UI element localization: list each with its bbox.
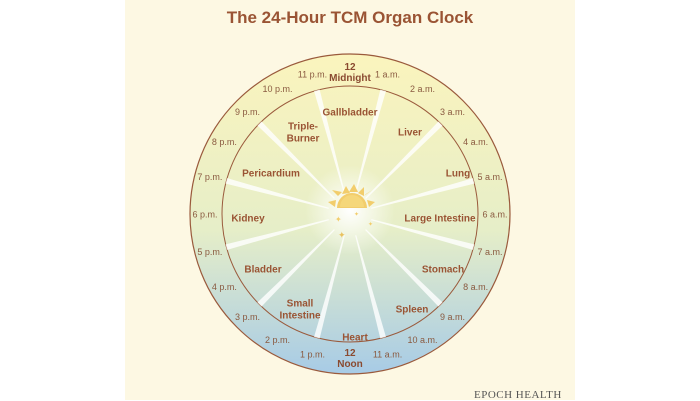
hour-label: 6 a.m. [482,210,507,220]
svg-text:✦: ✦ [354,211,359,218]
hour-label: 3 p.m. [235,312,260,322]
hour-label: 5 a.m. [478,172,503,182]
hour-label: 9 a.m. [440,312,465,322]
hour-label: 5 p.m. [197,247,222,257]
organ-label: Liver [398,128,422,139]
page-title: The 24-Hour TCM Organ Clock [226,8,474,27]
hour-label: 3 a.m. [440,107,465,117]
svg-text:✦: ✦ [335,215,342,224]
organ-label: Large Intestine [404,214,476,225]
hour-label: 1 p.m. [300,350,325,360]
organ-label: Gallbladder [322,108,377,119]
svg-text:✦: ✦ [368,221,373,228]
organ-label: Stomach [422,265,464,276]
brand-logo: EPOCH HEALTH [474,389,562,401]
divider-ray [371,219,475,250]
inner-ring [221,85,479,343]
divider-ray [365,229,443,307]
organ-label: Triple-Burner [287,122,320,145]
hour-label: 10 p.m. [262,84,292,94]
hour-label: 2 a.m. [410,84,435,94]
hour-label: 7 p.m. [197,172,222,182]
hour-label: 7 a.m. [478,247,503,257]
hour-label: 1 a.m. [375,69,400,79]
hour-label: 11 p.m. [298,69,327,79]
divider-ray [225,178,329,209]
organ-label: Bladder [244,265,281,276]
hour-label: 11 a.m. [373,350,402,360]
organ-label: Pericardium [242,169,300,180]
svg-text:✦: ✦ [338,230,346,240]
hour-label: 6 p.m. [192,210,217,220]
hour-label: 4 p.m. [212,282,237,292]
organ-label: Kidney [231,214,265,225]
hour-label: 2 p.m. [265,335,290,345]
divider-ray [355,235,386,339]
hour-label: 10 a.m. [407,335,437,345]
organ-label: Spleen [396,305,429,316]
divider-ray [314,235,345,339]
divider-ray [365,121,443,199]
organ-label: Heart [342,333,368,344]
divider-ray [225,219,329,250]
divider-ray [371,178,475,209]
divider-ray [257,229,335,307]
hour-label: 4 a.m. [463,137,488,147]
hour-label: 8 p.m. [212,137,237,147]
hour-label: 9 p.m. [235,107,260,117]
sun-moon-icon: ✦ ✦ ✦ ✦ [328,184,375,240]
hour-label: 8 a.m. [463,282,488,292]
organ-label: Lung [446,169,470,180]
divider-ray [257,121,335,199]
center-glow [305,165,395,255]
